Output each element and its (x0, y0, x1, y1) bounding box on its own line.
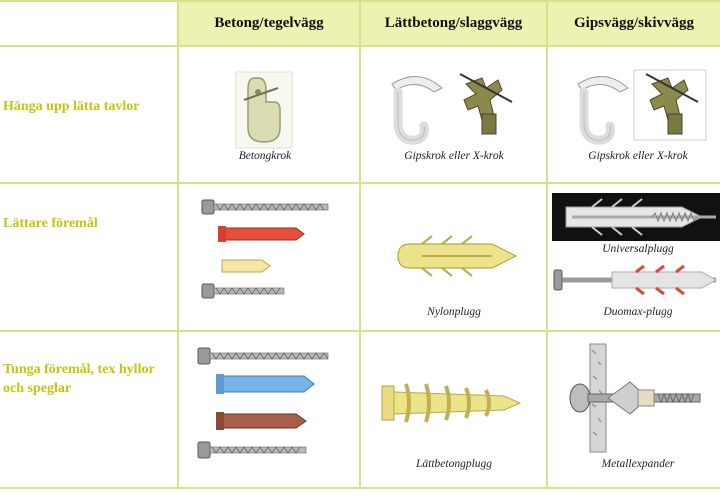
column-header-plasterboard: Gipsvägg/skivvägg (548, 2, 720, 45)
row-header-heavy-objects: Tunga föremål, tex hyllor och speglar (3, 362, 155, 396)
nylon-plug-image (397, 235, 518, 277)
column-header-concrete: Betong/tegelvägg (179, 2, 359, 45)
heavy-screws-and-plugs-image (197, 347, 329, 459)
grid-line (359, 0, 361, 489)
caption-lightweight-concrete-plug: Lättbetongplugg (415, 458, 493, 470)
caption-nylon-plug: Nylonplugg (427, 306, 481, 318)
duomax-plug-image (553, 264, 718, 296)
screws-and-plugs-image (201, 199, 329, 299)
universal-plug-image (552, 193, 720, 241)
plaster-hook-image (577, 69, 707, 145)
caption-duomax-plug: Duomax-plugg (603, 306, 673, 318)
plaster-hook-image (391, 73, 513, 145)
grid-line (546, 0, 548, 489)
column-header-lightweight-concrete: Lättbetong/slaggvägg (361, 2, 546, 45)
concrete-hook-image (235, 71, 293, 149)
caption-metal-expander: Metallexpander (601, 458, 675, 470)
row-header-light-pictures: Hänga upp lätta tavlor (3, 99, 140, 114)
caption-universal-plug: Universalplugg (602, 243, 674, 255)
caption-concrete-hook: Betongkrok (238, 150, 292, 162)
lightweight-concrete-plug-image (381, 383, 522, 423)
caption-plaster-hook-lightweight: Gipskrok eller X-krok (404, 150, 504, 162)
row-header-lighter-objects: Lättare föremål (3, 216, 98, 231)
metal-expander-image (569, 343, 701, 453)
caption-plaster-hook-plasterboard: Gipskrok eller X-krok (588, 150, 688, 162)
grid-line (177, 0, 179, 489)
